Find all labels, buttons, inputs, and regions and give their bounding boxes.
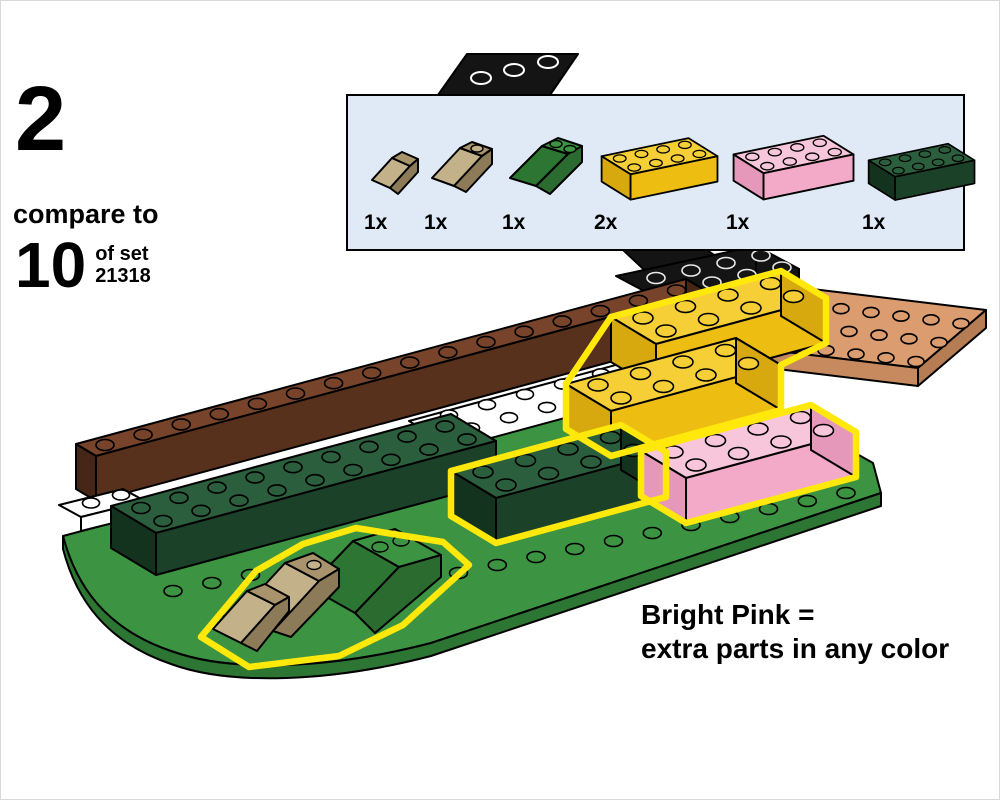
of-set-label: of set [95, 243, 149, 265]
part-brick-2x4-dark-green: 1x [862, 127, 982, 235]
set-reference: of set 21318 [95, 243, 151, 287]
part-brick-2x4-yellow: 2x [594, 120, 726, 235]
part-slope-1x1-tan: 1x [364, 134, 424, 235]
brick-2x4-dark-green-icon [867, 142, 976, 201]
slope-1x1-tan-icon [371, 151, 419, 195]
parts-callout: 1x 1x 1x [346, 94, 976, 251]
black-arm-top [437, 53, 579, 96]
highlight-outline-dark-green-brick [447, 421, 670, 547]
pink-brick-studs [662, 410, 835, 472]
note-line-1: Bright Pink = [641, 599, 815, 630]
note-line-2: extra parts in any color [641, 632, 950, 664]
brick-2x4-yellow-icon [600, 137, 719, 201]
compare-step-number: 10 [15, 229, 87, 301]
highlight-outline-slopes [197, 524, 473, 671]
slope-2x2-green-icon [509, 137, 583, 195]
yellow-upper-studs [632, 276, 805, 338]
dark-green-brick-row [110, 413, 497, 576]
compare-label: compare to [13, 199, 159, 229]
pink-brick [640, 404, 857, 524]
yellow-lower-studs [587, 343, 760, 405]
thumb-dark-green-studs [878, 146, 965, 175]
set-number: 21318 [95, 264, 151, 287]
compare-reference: 10 of set 21318 [15, 229, 151, 301]
highlight-outlines [197, 267, 860, 671]
slope-1x2-tan-icon [431, 141, 493, 193]
part-qty: 1x [726, 211, 750, 234]
part-qty: 1x [862, 211, 886, 234]
part-qty: 1x [364, 211, 388, 234]
dark-green-row-studs [131, 420, 477, 528]
part-qty: 2x [594, 211, 618, 234]
highlight-outline-yellow-bricks [562, 267, 830, 460]
thumb-pink-studs [745, 138, 842, 171]
slope-bricks [212, 528, 442, 652]
extra-parts-note: Bright Pink = extra parts in any color [641, 598, 949, 665]
brick-2x4-pink-icon [732, 134, 855, 201]
part-slope-2x2-green: 1x [502, 118, 594, 235]
highlight-outline-pink-brick [637, 401, 860, 527]
part-slope-1x2-tan: 1x [424, 122, 502, 235]
thumb-yellow-studs [612, 140, 707, 172]
brown-brick-studs [95, 284, 687, 452]
part-qty: 1x [502, 211, 526, 234]
part-qty: 1x [424, 211, 448, 234]
step-number: 2 [15, 68, 67, 170]
part-brick-2x4-bright-pink: 1x [726, 117, 862, 235]
